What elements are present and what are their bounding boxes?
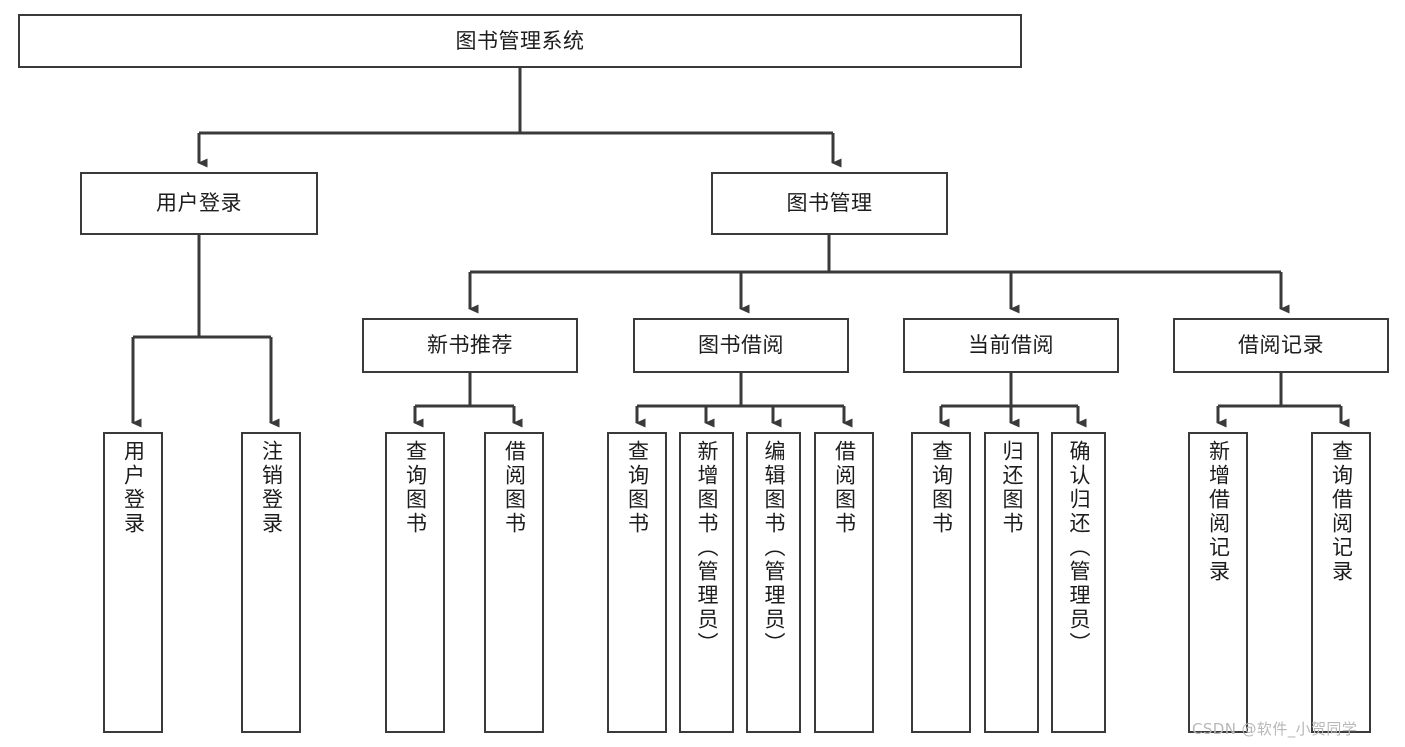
node-leaf-confirm-return-label: 确认归还（管理员） (1067, 440, 1091, 656)
node-book-borrow[interactable]: 图书借阅 (633, 318, 849, 373)
node-user-login-label: 用户登录 (156, 191, 242, 216)
node-leaf-borrow-book-1[interactable]: 借阅图书 (484, 432, 544, 733)
node-new-book-rec-label: 新书推荐 (427, 333, 513, 358)
node-current-borrow-label: 当前借阅 (968, 333, 1054, 358)
node-borrow-record-label: 借阅记录 (1238, 333, 1324, 358)
node-leaf-add-book-label: 新增图书（管理员） (695, 440, 719, 656)
node-leaf-query-book-3-label: 查询图书 (929, 440, 954, 536)
node-new-book-rec[interactable]: 新书推荐 (362, 318, 578, 373)
node-leaf-query-book-1-label: 查询图书 (403, 440, 428, 536)
node-leaf-confirm-return[interactable]: 确认归还（管理员） (1051, 432, 1106, 733)
node-leaf-user-login[interactable]: 用户登录 (103, 432, 163, 733)
node-leaf-borrow-book-2-label: 借阅图书 (832, 440, 857, 536)
node-root-label: 图书管理系统 (455, 28, 585, 53)
node-leaf-user-login-label: 用户登录 (121, 440, 146, 536)
node-leaf-logout-label: 注销登录 (259, 440, 284, 536)
node-root[interactable]: 图书管理系统 (18, 14, 1022, 68)
node-user-login[interactable]: 用户登录 (80, 172, 318, 235)
node-leaf-add-record-label: 新增借阅记录 (1206, 440, 1231, 584)
node-leaf-add-record[interactable]: 新增借阅记录 (1188, 432, 1248, 733)
node-borrow-record[interactable]: 借阅记录 (1173, 318, 1389, 373)
node-leaf-query-book-3[interactable]: 查询图书 (911, 432, 971, 733)
node-leaf-query-book-2-label: 查询图书 (625, 440, 650, 536)
node-book-manage[interactable]: 图书管理 (711, 172, 948, 235)
node-leaf-query-record[interactable]: 查询借阅记录 (1311, 432, 1371, 733)
node-leaf-edit-book[interactable]: 编辑图书（管理员） (746, 432, 801, 733)
csdn-watermark: CSDN @软件_小贺同学 (1192, 720, 1358, 738)
node-leaf-return-book[interactable]: 归还图书 (984, 432, 1039, 733)
node-leaf-borrow-book-2[interactable]: 借阅图书 (814, 432, 874, 733)
node-leaf-query-record-label: 查询借阅记录 (1329, 440, 1354, 584)
node-leaf-query-book-2[interactable]: 查询图书 (607, 432, 667, 733)
node-leaf-return-book-label: 归还图书 (1000, 440, 1024, 536)
node-book-manage-label: 图书管理 (786, 191, 873, 216)
node-leaf-borrow-book-1-label: 借阅图书 (502, 440, 527, 536)
node-book-borrow-label: 图书借阅 (698, 333, 784, 358)
node-leaf-add-book[interactable]: 新增图书（管理员） (679, 432, 734, 733)
node-current-borrow[interactable]: 当前借阅 (903, 318, 1119, 373)
node-leaf-query-book-1[interactable]: 查询图书 (385, 432, 445, 733)
node-leaf-edit-book-label: 编辑图书（管理员） (762, 440, 786, 656)
node-leaf-logout[interactable]: 注销登录 (241, 432, 301, 733)
